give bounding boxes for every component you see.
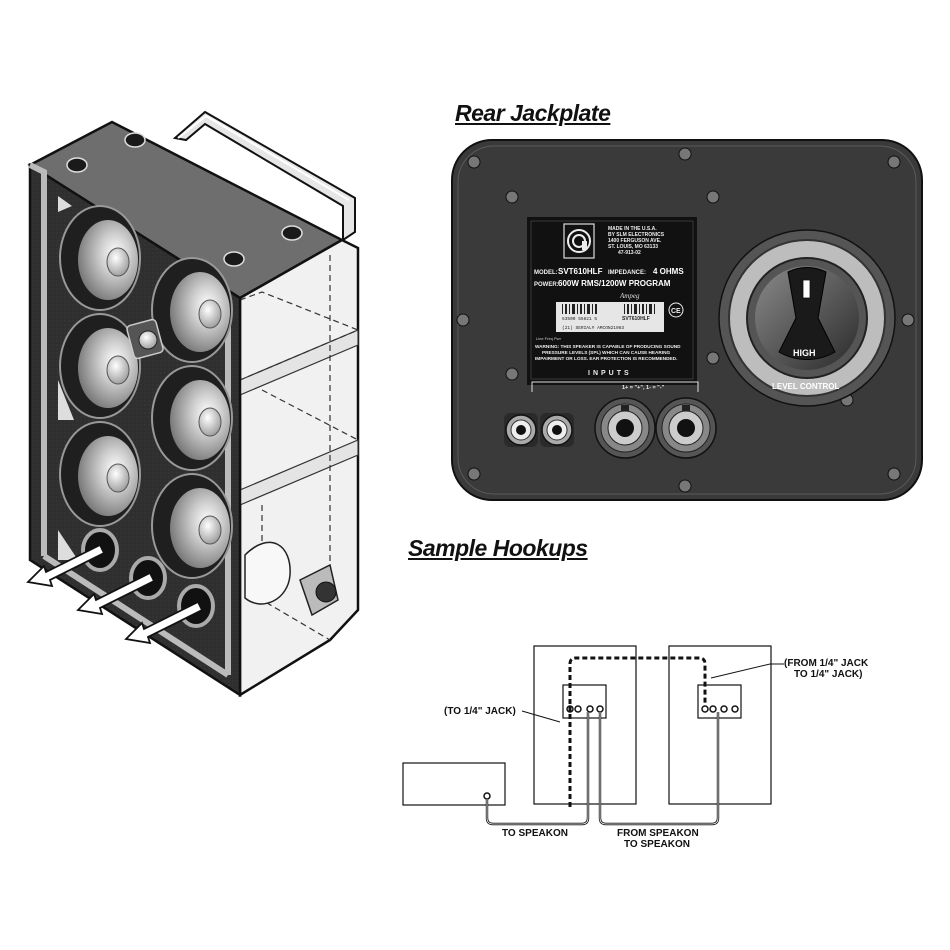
tweeter-horn	[126, 318, 164, 360]
warning-line: PRESSURE LEVELS (SPL) WHICH CAN CAUSE HE…	[542, 350, 670, 355]
model-value: SVT610HLF	[558, 267, 603, 276]
woofer	[59, 205, 141, 311]
rear-jackplate-title: Rear Jackplate	[455, 100, 611, 126]
from-quarter-jack-label: (FROM 1/4" JACK	[784, 658, 869, 669]
quarter-inch-jack[interactable]	[540, 413, 574, 447]
spec-label: MADE IN THE U.S.A. BY SLM ELECTRONICS 14…	[527, 217, 697, 385]
cabinet-1-box	[533, 645, 637, 805]
ce-mark-icon	[668, 302, 684, 318]
screw-icon	[505, 190, 519, 204]
screw-icon	[456, 313, 470, 327]
barcode-model: SVT610HLF	[622, 316, 650, 322]
power-label: POWER:	[534, 282, 559, 288]
cable-speakon-to-speakon	[598, 712, 720, 826]
cabinet-top-holes	[66, 132, 303, 267]
made-in-line: 47-913-02	[618, 250, 641, 256]
from-speakon-label: TO SPEAKON	[624, 839, 690, 850]
cable-quarter-inch-link	[568, 656, 707, 712]
from-quarter-jack-label: TO 1/4" JACK)	[794, 669, 862, 680]
hookup-labels: (TO 1/4" JACK) (FROM 1/4" JACK TO 1/4" J…	[444, 658, 869, 850]
airflow-arrow	[26, 543, 106, 588]
quarter-inch-jack[interactable]	[504, 413, 538, 447]
screw-icon	[887, 155, 901, 169]
warning-line: IMPAIRMENT OR LOSS. EAR PROTECTION IS RE…	[535, 356, 677, 361]
port-airflow-arrows	[26, 543, 204, 645]
ampeg-logo-icon	[563, 223, 595, 259]
model-label: MODEL:	[534, 270, 558, 276]
barcode-icon	[562, 304, 655, 314]
amplifier-box	[402, 762, 506, 806]
airflow-arrow	[76, 571, 156, 616]
hookup-diagram	[402, 645, 784, 826]
level-control-label: LEVEL CONTROL	[772, 382, 840, 391]
barcode-number: 63500 55621 5	[562, 316, 597, 322]
brand-script: Ampeg	[619, 292, 640, 300]
made-in-line: ST. LOUIS, MO 63133	[608, 244, 658, 250]
internal-jackplate-cup	[244, 541, 339, 617]
level-knob[interactable]	[778, 267, 836, 360]
inputs-bracket	[531, 381, 699, 392]
screw-icon	[706, 190, 720, 204]
screw-icon	[678, 479, 692, 493]
panel-screws	[456, 147, 915, 493]
polarity-note: 1+ = "+", 1- = "-"	[622, 385, 665, 391]
warning-line: WARNING: THIS SPEAKER IS CAPABLE OF PROD…	[535, 344, 681, 349]
woofer	[59, 313, 141, 419]
serial-number: (21) SERIAL# AMCON21083	[562, 325, 624, 331]
inputs-label: INPUTS	[588, 370, 632, 377]
impedance-label: IMPEDANCE:	[608, 270, 646, 276]
speakon-jack[interactable]	[594, 397, 656, 459]
made-in-line: BY SLM ELECTRONICS	[608, 232, 665, 238]
amp-output-jack	[483, 792, 491, 800]
made-in-line: MADE IN THE U.S.A.	[608, 226, 657, 232]
screw-icon	[505, 367, 519, 381]
screw-icon	[467, 467, 481, 481]
cable-amp-to-speakon	[485, 712, 590, 826]
woofer	[151, 365, 233, 471]
speaker-cabinet-illustration	[26, 110, 360, 698]
cabinet-2-jackplate	[697, 684, 742, 719]
power-value: 600W RMS/1200W PROGRAM	[558, 279, 671, 288]
screw-icon	[706, 351, 720, 365]
screw-icon	[678, 147, 692, 161]
speakon-jack[interactable]	[655, 397, 717, 459]
woofer	[151, 257, 233, 363]
screw-icon	[467, 155, 481, 169]
cabinet-1-jackplate	[562, 684, 607, 719]
rear-jackplate: MADE IN THE U.S.A. BY SLM ELECTRONICS 14…	[451, 139, 923, 501]
impedance-value: 4 OHMS	[653, 267, 684, 276]
knob-setting-label: HIGH	[793, 348, 816, 358]
to-speakon-label: TO SPEAKON	[502, 828, 568, 839]
made-in-line: 1400 FERGUSON AVE.	[608, 238, 662, 244]
level-control[interactable]: HIGH LEVEL CONTROL	[718, 229, 896, 407]
ce-mark: CE	[671, 308, 681, 315]
screw-icon	[901, 313, 915, 327]
sample-hookups-title: Sample Hookups	[408, 535, 588, 561]
woofer	[151, 473, 233, 579]
airflow-arrow	[124, 600, 204, 645]
to-quarter-jack-label: (TO 1/4" JACK)	[444, 706, 516, 717]
screw-icon	[887, 467, 901, 481]
woofer	[59, 421, 141, 527]
speaker-drivers	[58, 196, 233, 579]
small-codes: Line Freq Pwr	[536, 336, 562, 341]
from-speakon-label: FROM SPEAKON	[617, 828, 699, 839]
cabinet-2-box	[668, 645, 772, 805]
knob-indicator	[802, 279, 811, 299]
